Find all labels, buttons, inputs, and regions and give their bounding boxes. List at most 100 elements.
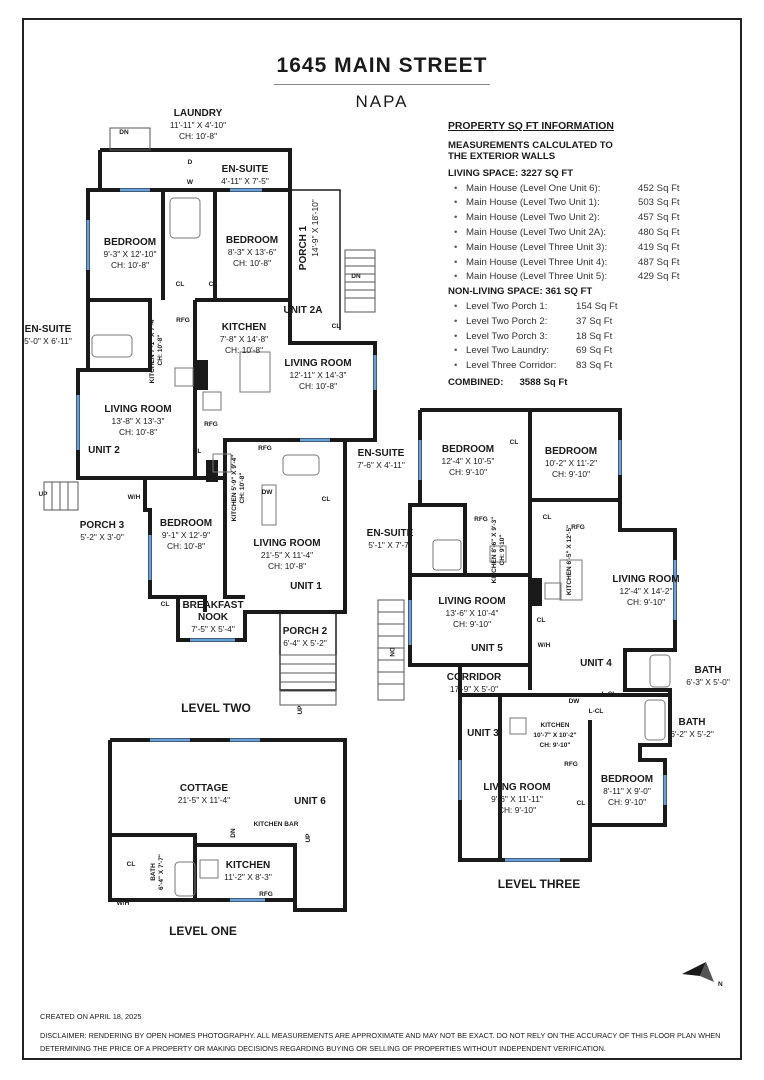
bedroom-a-label: BEDROOM [104,237,156,248]
list-item: •Level Two Porch 3:18 Sq Ft [454,330,613,342]
kitchen-3-dims: 10'-7" X 10'-2" [533,732,576,739]
list-item: •Main House (Level Three Unit 3):419 Sq … [454,241,680,253]
ensuite-l3-dims: 5'-1" X 7'-7" [368,540,412,550]
dn-label: DN [230,828,237,838]
stairs [43,127,405,706]
bedroom-d-label: BEDROOM [442,444,494,455]
porch3-label: PORCH 3 [80,520,125,531]
sqft-info-heading: PROPERTY SQ FT INFORMATION [448,121,614,132]
kitchen-v1-label: KITCHEN 7'-1" X 7'-4" [149,317,156,384]
living-4-ch: CH: 9'-10" [627,597,665,607]
living-2-dims: 13'-8" X 13'-3" [112,416,165,426]
stairs-porch1 [344,249,376,313]
disclaimer-text: DISCLAIMER: RENDERING BY OPEN HOMES PHOT… [40,1031,721,1053]
ensuite-top-label: EN-SUITE [222,164,269,175]
living-4-dims: 12'-4" X 14'-2" [620,586,673,596]
rfg-label: RFG [176,317,190,324]
cl-label: CL [332,323,341,330]
cl-label: CL [543,514,552,521]
bedroom-f-label: BEDROOM [601,774,653,785]
bedroom-d-ch: CH: 9'-10" [449,467,487,477]
rfg-label: RFG [259,891,273,898]
living-space-list: •Main House (Level One Unit 6):452 Sq Ft… [448,182,718,286]
stove [544,582,562,600]
chimney [206,460,218,482]
lcl-label: L-CL [602,691,617,698]
unit-2-label: UNIT 2 [88,445,120,456]
room-labels: LAUNDRY 11'-11" X 4'-10" CH: 10'-8" EN-S… [24,108,730,890]
porch1-dims: 14'-9" X 18'-10" [310,199,320,257]
list-item: •Main House (Level Two Unit 1):503 Sq Ft [454,197,680,209]
wh-label: W/H [128,494,141,501]
compass-icon: N [682,962,723,988]
stove [199,859,219,879]
created-date: CREATED ON APRIL 18, 2025 [40,1012,142,1021]
bedroom-b-ch: CH: 10'-8" [233,258,271,268]
ensuite-mid-dims: 7'-6" X 4'-11" [357,460,405,470]
level-two-label: LEVEL TWO [181,701,251,715]
stove [212,453,232,473]
cl-label: CL [510,439,519,446]
corridor-dims: 17'-9" X 5'-0" [450,684,498,694]
living-2a-ch: CH: 10'-8" [299,381,337,391]
stove [174,367,194,387]
bedroom-a-dims: 9'-3" X 12'-10" [104,249,157,259]
bedroom-d-dims: 12'-4" X 10'-5" [442,456,495,466]
bath-6-dims: 6'-4" X 7'-7" [158,854,165,890]
nook-dims: 7'-5" X 5'-4" [191,624,235,634]
living-2a-dims: 12'-11" X 14'-3" [290,370,347,380]
rfg-label: RFG [474,516,488,523]
cl-label: CL [209,281,218,288]
unit-3-label: UNIT 3 [467,728,499,739]
kitchen-2a-ch: CH: 10'-8" [225,345,263,355]
bedroom-f-ch: CH: 9'-10" [608,797,646,807]
ensuite-l3-label: EN-SUITE [367,528,414,539]
fixtures [91,197,671,897]
porch3-dims: 5'-2" X 3'-0" [80,532,124,542]
laundry-ch: CH: 10'-8" [179,131,217,141]
unit-5-label: UNIT 5 [471,643,503,654]
kitchen-3-label: KITCHEN [541,722,570,729]
title-divider [274,84,490,85]
kitchen-island [239,351,271,393]
living-3-dims: 9'-6" X 11'-11" [491,794,543,804]
dryer-label: D [188,159,193,166]
unit-1-label: UNIT 1 [290,581,322,592]
bedroom-e-dims: 10'-2" X 11'-2" [545,458,597,468]
list-item: •Main House (Level Two Unit 2):457 Sq Ft [454,212,680,224]
fixture-labels: CL CL CL CL CL CL CL CL CL CL CL RFG RFG… [38,129,616,907]
compass-label: N [718,981,723,988]
stove [489,545,507,563]
kitchen-3-ch: CH: 9'-10" [540,742,571,749]
corridor-label: CORRIDOR [447,672,502,683]
living-2a-label: LIVING ROOM [284,358,351,369]
ensuite-left-label: EN-SUITE [25,324,72,335]
dn-label: DN [351,273,361,280]
living-3-ch: CH: 9'-10" [498,805,536,815]
combined-total: COMBINED:3588 Sq Ft [448,376,568,388]
kitchen-v4-label: KITCHEN 6'-5" X 12'-5" [566,525,573,595]
sqft-info-panel: PROPERTY SQ FT INFORMATION MEASUREMENTS … [448,120,718,391]
laundry-dims: 11'-11" X 4'-10" [170,120,226,130]
dn-label: DN [119,129,129,136]
living-1-label: LIVING ROOM [253,538,320,549]
windows [76,188,677,902]
wall [78,298,152,372]
kitchen-v3-ch: CH: 9'-10" [499,535,506,566]
bath-1-label: BATH [694,665,721,676]
bedroom-b-dims: 8'-3" X 13'-6" [228,247,276,257]
page-frame [22,18,742,1060]
wall [420,503,530,577]
bath-2-label: BATH [678,717,705,728]
living-1-ch: CH: 10'-8" [268,561,306,571]
living-2-ch: CH: 10'-8" [119,427,157,437]
dn-label: DN [388,647,395,657]
bathtub [432,539,462,571]
kitchen-v2-ch: CH: 10'-8" [239,473,246,504]
washer-label: W [187,179,194,186]
list-item: •Main House (Level Three Unit 4):487 Sq … [454,256,680,268]
list-item: •Main House (Level One Unit 6):452 Sq Ft [454,182,680,194]
chimney [196,360,208,390]
stairs-porch2 [279,654,337,706]
up-label: UP [297,705,304,715]
